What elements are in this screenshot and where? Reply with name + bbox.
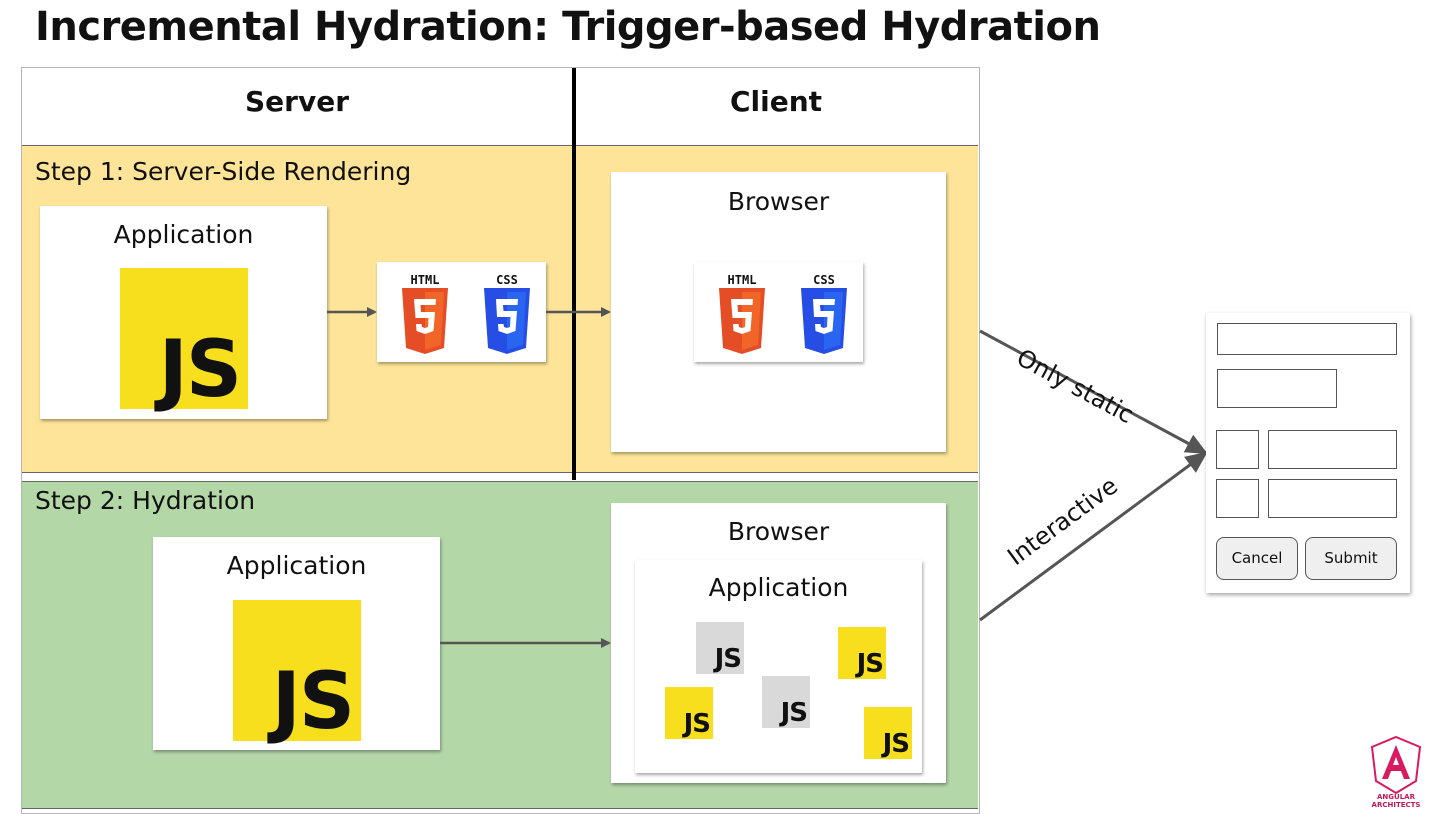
step1-browser-label: Browser — [727, 187, 830, 216]
form-field-2[interactable] — [1217, 369, 1337, 408]
form-mockup: Cancel Submit — [1206, 313, 1410, 593]
step2-browser-card: Browser Application JS JS JS JS JS — [611, 503, 946, 783]
form-field-3b[interactable] — [1268, 430, 1397, 469]
css3-icon: CSS — [484, 273, 530, 354]
step1-application-card: Application JS — [40, 206, 327, 419]
browser-html-css-card: HTML CSS — [694, 262, 863, 362]
logo-text: ANGULAR ARCHITECTS — [1371, 793, 1421, 809]
server-client-divider — [572, 68, 576, 480]
css3-badge-text: CSS — [813, 273, 835, 287]
arrow-interactive-to-form — [979, 451, 1208, 622]
js-chunk-yellow: JS — [665, 687, 713, 739]
step1-html-css-card: HTML CSS — [377, 262, 546, 362]
step1-browser-card: Browser HTML CSS — [611, 172, 946, 452]
arrow-static-to-form — [979, 329, 1208, 455]
cancel-button[interactable]: Cancel — [1216, 537, 1298, 580]
step2-application-label: Application — [226, 551, 367, 580]
js-logo: JS — [120, 268, 248, 409]
js-chunk-text: JS — [856, 649, 884, 679]
html5-badge-text: HTML — [411, 273, 440, 287]
js-chunk-yellow: JS — [838, 627, 886, 679]
form-field-3a[interactable] — [1216, 430, 1259, 469]
submit-button[interactable]: Submit — [1305, 537, 1397, 580]
client-column-header: Client — [729, 85, 823, 118]
form-field-4b[interactable] — [1268, 479, 1397, 518]
html5-icon: HTML — [402, 273, 448, 354]
js-chunk-gray: JS — [762, 676, 810, 728]
form-field-1[interactable] — [1217, 323, 1397, 355]
js-chunk-text: JS — [714, 644, 742, 674]
html5-badge-text: HTML — [728, 273, 757, 287]
js-chunk-gray: JS — [696, 622, 744, 674]
js-chunk-text: JS — [780, 698, 808, 728]
form-field-4a[interactable] — [1216, 479, 1259, 518]
js-chunk-yellow: JS — [864, 707, 912, 759]
step2-browser-application-card: Application JS JS JS JS JS — [635, 560, 922, 773]
js-logo: JS — [233, 600, 361, 741]
html5-icon: HTML — [719, 273, 765, 354]
step2-browser-label: Browser — [727, 517, 830, 546]
slide-title: Incremental Hydration: Trigger-based Hyd… — [35, 4, 1101, 50]
js-logo-text: JS — [158, 325, 242, 415]
server-column-header: Server — [244, 85, 349, 118]
step1-application-label: Application — [113, 220, 254, 249]
css3-badge-text: CSS — [496, 273, 518, 287]
angular-architects-logo: ANGULAR ARCHITECTS — [1368, 735, 1424, 809]
step1-label: Step 1: Server-Side Rendering — [35, 157, 412, 186]
js-logo-text: JS — [271, 657, 355, 747]
browser-application-label: Application — [708, 573, 849, 602]
js-chunk-text: JS — [882, 729, 910, 759]
js-chunk-text: JS — [683, 709, 711, 739]
css3-icon: CSS — [801, 273, 847, 354]
step2-label: Step 2: Hydration — [35, 486, 256, 515]
step2-application-card: Application JS — [153, 537, 440, 750]
